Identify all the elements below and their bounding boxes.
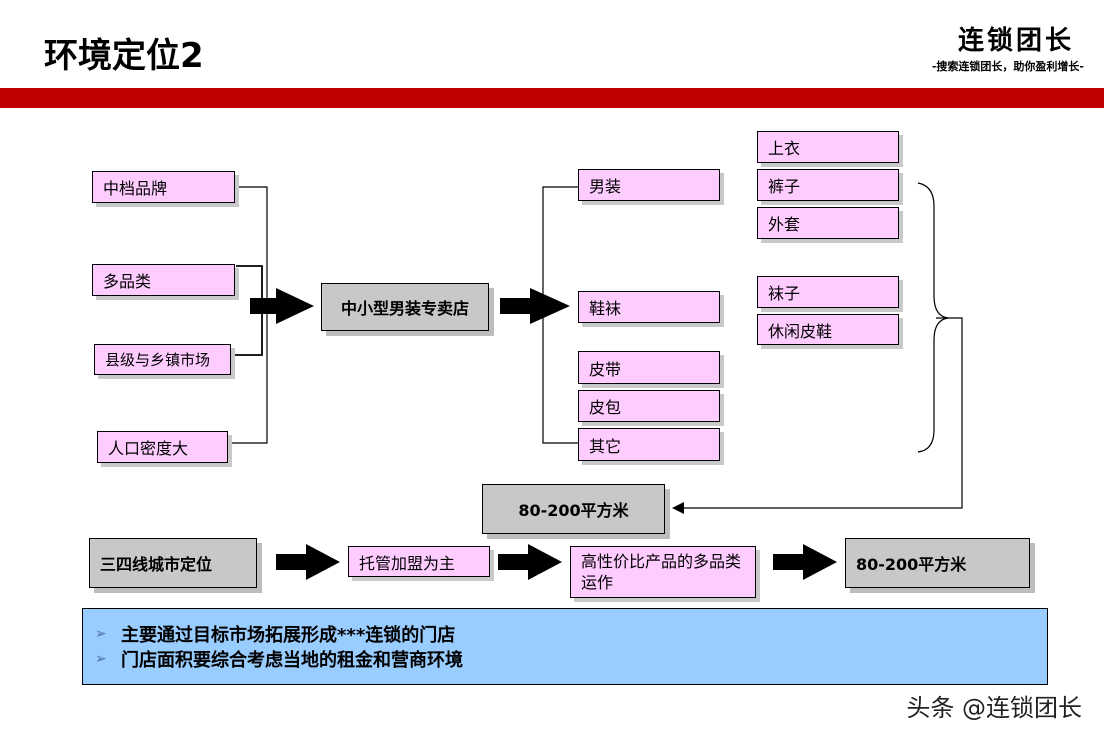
subitem-pants: 裤子: [757, 169, 899, 201]
factor-multi-category: 多品类: [92, 264, 235, 296]
positioning-box: 三四线城市定位: [89, 538, 257, 588]
flow-arrow: [250, 288, 314, 324]
summary-item: ➢ 主要通过目标市场拓展形成***连锁的门店: [95, 621, 1047, 646]
model-box: 托管加盟为主: [348, 546, 490, 577]
subitem-socks: 袜子: [757, 276, 899, 308]
area-arrow-head: [672, 502, 684, 514]
summary-text: 主要通过目标市场拓展形成***连锁的门店: [121, 624, 456, 646]
flow-arrow: [498, 544, 562, 580]
category-shoes-socks: 鞋袜: [578, 291, 720, 323]
area-bottom-box: 80-200平方米: [845, 538, 1030, 588]
header-divider: [0, 88, 1104, 108]
brand-slogan: -搜索连锁团长，助你盈利增长-: [931, 60, 1084, 73]
arrow-bullet-icon: ➢: [95, 650, 107, 667]
area-result-box: 80-200平方米: [482, 484, 665, 534]
flow-arrow: [500, 288, 570, 324]
category-other: 其它: [578, 428, 720, 461]
flow-arrow: [276, 544, 340, 580]
factor-mid-brand: 中档品牌: [92, 171, 235, 203]
operation-box: 高性价比产品的多品类运作: [570, 546, 756, 598]
subitem-top: 上衣: [757, 131, 899, 163]
summary-box: ➢ 主要通过目标市场拓展形成***连锁的门店 ➢ 门店面积要综合考虑当地的租金和…: [82, 608, 1048, 685]
flow-arrow: [773, 544, 837, 580]
subitem-coat: 外套: [757, 207, 899, 239]
category-menswear: 男装: [578, 169, 720, 201]
summary-text: 门店面积要综合考虑当地的租金和营商环境: [121, 649, 463, 671]
watermark: 头条 @连锁团长: [906, 694, 1082, 722]
factor-population-density: 人口密度大: [97, 431, 228, 463]
factor-county-market: 县级与乡镇市场: [94, 344, 231, 375]
summary-item: ➢ 门店面积要综合考虑当地的租金和营商环境: [95, 646, 1047, 671]
subitem-casual-shoes: 休闲皮鞋: [757, 314, 899, 345]
arrow-bullet-icon: ➢: [95, 625, 107, 642]
category-belt: 皮带: [578, 351, 720, 384]
page-title: 环境定位2: [44, 36, 204, 76]
brand-logo: 连锁团长: [957, 26, 1074, 56]
category-bag: 皮包: [578, 390, 720, 422]
center-store-box: 中小型男装专卖店: [321, 283, 489, 331]
